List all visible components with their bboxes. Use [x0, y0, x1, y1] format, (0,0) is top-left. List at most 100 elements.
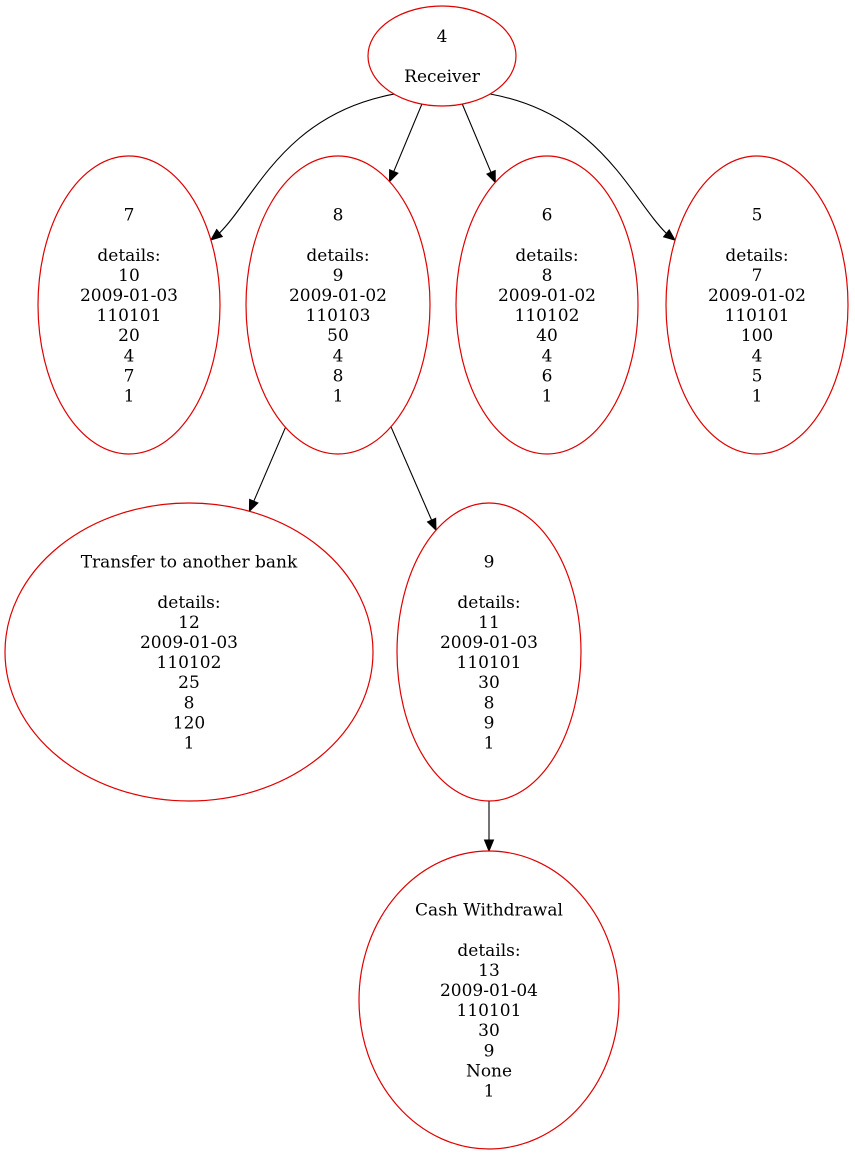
node-detail-line: 100	[741, 326, 773, 346]
node-detail-line: 8	[333, 366, 344, 386]
node-detail-line: 12	[178, 613, 200, 633]
node-detail-line: 2009-01-02	[708, 286, 806, 306]
node-detail-line: 1	[333, 387, 344, 407]
node-detail-line: 2009-01-04	[440, 981, 538, 1001]
node-detail-line: 2009-01-03	[80, 286, 178, 306]
edge-line	[253, 427, 287, 502]
node-title: 5	[752, 206, 763, 226]
node-detail-line: details:	[725, 246, 788, 266]
node-detail-line: 4	[333, 346, 344, 366]
edge-n4-to-n5	[490, 93, 677, 242]
node-detail-line: 110101	[457, 653, 522, 673]
node-detail-line: 30	[478, 1021, 500, 1041]
node-transfer: Transfer to another bankdetails:122009-0…	[4, 502, 374, 802]
node-detail-line: 11	[478, 613, 500, 633]
node-title: Cash Withdrawal	[415, 901, 563, 921]
node-title: 4	[437, 27, 448, 47]
node-detail-line: details:	[97, 246, 160, 266]
edge-n9-to-cash	[483, 801, 495, 853]
node-title: Transfer to another bank	[81, 553, 298, 573]
node-detail-line: 9	[484, 1041, 495, 1061]
node-cash: Cash Withdrawal details:132009-01-0411010…	[358, 850, 620, 1150]
nodes-layer: 4Receiver7details:102009-01-031101012047…	[4, 5, 849, 1150]
node-detail-line: 8	[184, 693, 195, 713]
node-detail-line: 110101	[457, 1001, 522, 1021]
edge-line	[390, 426, 433, 521]
node-title: 9	[484, 553, 495, 573]
node-detail-line: 110103	[306, 306, 371, 326]
node-detail-line: 110102	[157, 653, 222, 673]
node-detail-line: details:	[457, 593, 520, 613]
node-detail-line: 110101	[725, 306, 790, 326]
edge-line	[393, 103, 423, 172]
node-detail-line: 2009-01-02	[289, 286, 387, 306]
node-title: 8	[333, 206, 344, 226]
node-detail-line: 8	[484, 693, 495, 713]
node-detail-line: 2009-01-03	[140, 633, 238, 653]
node-ellipse	[358, 850, 620, 1150]
arrowhead-icon	[248, 498, 259, 513]
node-ellipse	[396, 502, 582, 802]
node-detail-line: 13	[478, 961, 500, 981]
node-detail-line: 2009-01-03	[440, 633, 538, 653]
node-title: 6	[542, 206, 553, 226]
node-detail-line: details:	[515, 246, 578, 266]
node-detail-line: 20	[118, 326, 140, 346]
arrowhead-icon	[426, 517, 437, 532]
edge-line	[219, 93, 395, 234]
node-detail-line: 2009-01-02	[498, 286, 596, 306]
node-detail-line: 110101	[97, 306, 162, 326]
node-detail-line: 7	[752, 266, 763, 286]
edge-line	[461, 103, 492, 173]
node-detail-line: 120	[173, 713, 205, 733]
edge-n4-to-n8	[388, 103, 423, 183]
edges-layer	[209, 93, 677, 853]
node-detail-line: 40	[536, 326, 558, 346]
node-detail-line: Receiver	[404, 67, 481, 87]
node-detail-line: details:	[457, 941, 520, 961]
node-detail-line: 110102	[515, 306, 580, 326]
node-detail-line: 1	[484, 733, 495, 753]
node-detail-line: 1	[542, 387, 553, 407]
node-detail-line: 10	[118, 266, 140, 286]
edge-n8-to-n9	[390, 426, 437, 532]
node-detail-line: details:	[306, 246, 369, 266]
node-ellipse	[455, 155, 639, 455]
node-ellipse	[367, 5, 517, 107]
node-ellipse	[245, 155, 431, 455]
node-detail-line: 4	[752, 346, 763, 366]
edge-n4-to-n6	[461, 103, 496, 184]
arrowhead-icon	[209, 228, 224, 241]
arrowhead-icon	[483, 839, 495, 853]
node-detail-line: None	[466, 1061, 512, 1081]
node-ellipse	[4, 502, 374, 802]
node-detail-line: 1	[752, 387, 763, 407]
node-ellipse	[37, 155, 221, 455]
node-detail-line: 8	[542, 266, 553, 286]
node-detail-line: 30	[478, 673, 500, 693]
arrowhead-icon	[662, 229, 677, 242]
arrowhead-icon	[486, 169, 496, 184]
node-detail-line: 6	[542, 366, 553, 386]
node-detail-line: 50	[327, 326, 349, 346]
node-detail-line: 1	[184, 733, 195, 753]
node-detail-line: 5	[752, 366, 763, 386]
edge-line	[490, 93, 667, 234]
node-detail-line: 25	[178, 673, 200, 693]
node-detail-line: 9	[484, 713, 495, 733]
node-ellipse	[665, 155, 849, 455]
node-detail-line: 1	[124, 387, 135, 407]
node-title: 7	[124, 206, 135, 226]
arrowhead-icon	[388, 168, 399, 183]
node-detail-line: 7	[124, 366, 135, 386]
edge-n8-to-transfer	[248, 427, 287, 513]
node-detail-line: 1	[484, 1082, 495, 1102]
node-detail-line: 4	[542, 346, 553, 366]
